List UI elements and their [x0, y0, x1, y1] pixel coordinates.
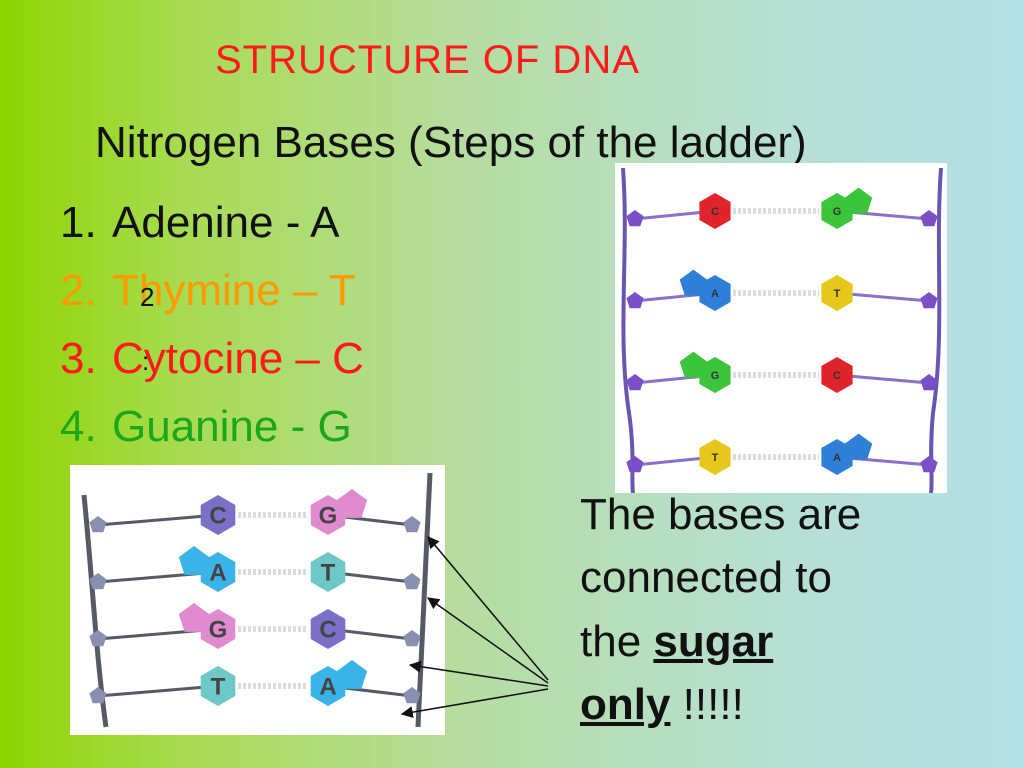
- base-hexagon-left: [699, 439, 731, 475]
- note-emphasis-only: only: [580, 680, 671, 730]
- base-hexagon-right: [310, 609, 346, 649]
- list-item-adenine: 1. Adenine - A: [60, 198, 340, 248]
- list-item-guanine: 4. Guanine - G: [60, 402, 352, 452]
- base-hexagon-right: [821, 193, 853, 229]
- sugar-pentagon-right: [403, 516, 421, 533]
- base-hexagon-left: [200, 552, 236, 592]
- base-letter-left: T: [712, 452, 719, 464]
- list-number: 1.: [60, 198, 97, 247]
- sugar-pentagon-left: [89, 687, 107, 704]
- base-hexagon-right: [310, 495, 346, 535]
- base-hexagon-right: [821, 275, 853, 311]
- base-letter-left: A: [711, 288, 719, 300]
- note-line-2: connected to: [580, 553, 832, 603]
- sugar-pentagon-left: [89, 630, 107, 647]
- sugar-pentagon-left: [626, 456, 644, 473]
- sugar-pentagon-right: [920, 210, 938, 227]
- base-hexagon-left: [200, 609, 236, 649]
- note-line-1: The bases are: [580, 490, 862, 539]
- note-line-4: only !!!!!: [580, 673, 861, 736]
- base-letter-left: C: [209, 503, 226, 530]
- base-letter-right: G: [833, 206, 842, 218]
- base-letter-left: C: [711, 206, 719, 218]
- overlay-number: 2: [140, 282, 155, 312]
- base-hexagon-right: [310, 666, 346, 706]
- list-text: Cytocine – C: [112, 334, 364, 383]
- list-item-cytocine: 3. Cytocine – C: [60, 334, 364, 384]
- list-item-thymine: 2. Thymine – T: [60, 266, 356, 316]
- sugar-pentagon-right: [920, 456, 938, 473]
- arrow-1: [427, 536, 549, 681]
- backbone-right: [415, 472, 433, 728]
- sugar-pentagon-right: [920, 374, 938, 391]
- list-number: 3.: [60, 334, 97, 383]
- sugar-pentagon-left: [626, 292, 644, 309]
- base-letter-right: A: [319, 674, 336, 701]
- base-letter-right: A: [833, 452, 841, 464]
- base-hexagon-left: [200, 495, 236, 535]
- base-hexagon-left: [699, 357, 731, 393]
- base-hexagon-right: [821, 357, 853, 393]
- note-emphasis-sugar: sugar: [653, 616, 774, 666]
- list-number: 2.: [60, 266, 97, 315]
- arrow-2: [427, 597, 549, 684]
- slide-subtitle: Nitrogen Bases (Steps of the ladder): [95, 118, 807, 167]
- base-letter-left: T: [211, 674, 226, 701]
- overlay-mark: :: [142, 346, 150, 376]
- base-hexagon-left: [699, 275, 731, 311]
- base-letter-left: A: [209, 560, 226, 587]
- base-hexagon-left: [699, 193, 731, 229]
- base-hexagon-right: [821, 439, 853, 475]
- base-hexagon-left: [200, 666, 236, 706]
- base-letter-right: T: [321, 560, 336, 587]
- sugar-pentagon-left: [89, 516, 107, 533]
- list-text: Guanine - G: [112, 402, 352, 451]
- sugar-pentagon-right: [920, 292, 938, 309]
- base-letter-right: G: [319, 503, 338, 530]
- note-line-3: the sugar: [580, 610, 861, 673]
- base-letter-left: G: [711, 370, 720, 382]
- slide-title: STRUCTURE OF DNA: [215, 38, 640, 82]
- list-text: Thymine – T: [112, 266, 356, 315]
- sugar-pentagon-right: [403, 573, 421, 590]
- base-letter-right: C: [833, 370, 841, 382]
- base-letter-right: C: [319, 617, 336, 644]
- list-number: 4.: [60, 402, 97, 451]
- sugar-pentagon-right: [403, 630, 421, 647]
- base-letter-right: T: [834, 288, 841, 300]
- sugar-pentagon-left: [626, 210, 644, 227]
- note-suffix: !!!!!: [670, 680, 744, 730]
- base-hexagon-right: [310, 552, 346, 592]
- sugar-pentagon-left: [89, 573, 107, 590]
- base-letter-left: G: [209, 617, 228, 644]
- note-prefix: the: [580, 616, 654, 666]
- sugar-pentagon-left: [626, 374, 644, 391]
- list-text: Adenine - A: [112, 198, 340, 247]
- note-text: The bases are connected to the sugar onl…: [580, 483, 861, 736]
